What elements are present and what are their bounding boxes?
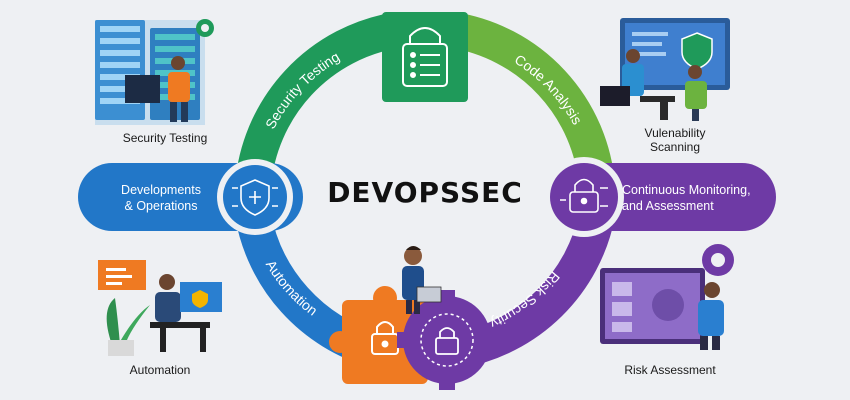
ring-segment-security-testing <box>235 12 401 187</box>
caption-security-testing: Security Testing <box>122 131 208 145</box>
ring-segment-code-analysis <box>449 12 615 187</box>
caption-automation: Automation <box>129 363 191 377</box>
illustration-security-testing <box>95 19 214 125</box>
pill-right-line2: and Assessment <box>622 199 714 213</box>
illustration-automation <box>98 260 222 356</box>
caption-vuln-line2: Scanning <box>649 140 701 154</box>
pill-text-continuous-monitoring: Continuous Monitoring, and Assessment <box>622 182 772 214</box>
pill-developments-operations <box>78 159 303 235</box>
caption-vulnerability-scanning: Vulenability Scanning <box>600 126 750 154</box>
padlock-circuit-icon <box>560 178 608 213</box>
purple-gear <box>397 290 497 390</box>
pill-left-line1: Developments <box>121 183 201 197</box>
illustration-vulnerability-scanning <box>600 18 730 121</box>
pill-left-line2: & Operations <box>124 199 198 213</box>
person-standing-laptop <box>402 246 442 314</box>
top-security-tile <box>382 12 468 102</box>
padlock-checklist-icon <box>402 27 448 87</box>
diagram-title: DEVOPSSEC <box>327 176 523 209</box>
pill-text-developments-operations: Developments & Operations <box>102 182 220 214</box>
padlock-gear-icon <box>435 327 459 355</box>
caption-vuln-line1: Vulenability <box>644 126 706 140</box>
pill-right-line1: Continuous Monitoring, <box>622 183 751 197</box>
shield-circuit-icon <box>232 179 278 216</box>
pill-continuous-monitoring <box>544 157 776 237</box>
caption-risk-assessment: Risk Assessment <box>624 363 716 377</box>
illustration-risk-assessment <box>600 244 734 350</box>
